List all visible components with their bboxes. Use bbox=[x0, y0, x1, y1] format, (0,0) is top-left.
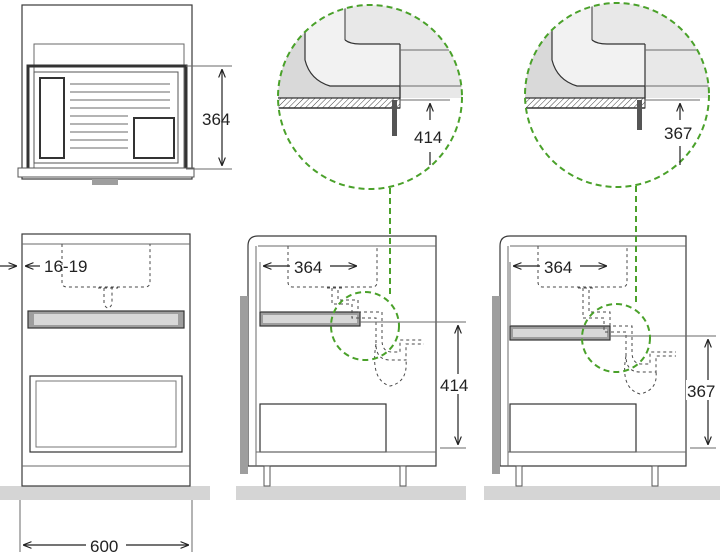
top-view: 364 bbox=[17, 4, 232, 185]
floor-2 bbox=[236, 486, 466, 500]
cabinet-side-b-siphon-2 bbox=[588, 290, 676, 365]
cabinet-side-b-leg-front bbox=[515, 465, 523, 487]
side-b-height-label-bg bbox=[686, 380, 720, 400]
cabinet-side-b-leg-back bbox=[651, 465, 659, 487]
width-label: 600 bbox=[90, 537, 118, 555]
zoom-circle-b bbox=[524, 2, 710, 188]
cabinet-side-b-front-panel bbox=[492, 296, 500, 474]
cabinet-side-a-siphon-3 bbox=[374, 343, 407, 387]
cabinet-side-b-body bbox=[499, 235, 687, 467]
top-view-mat-ribs bbox=[70, 83, 170, 149]
top-depth-label: 364 bbox=[202, 110, 230, 129]
cabinet-front: 16-19 600 bbox=[0, 233, 193, 555]
zoom-circle-a bbox=[277, 4, 463, 190]
floor-3 bbox=[484, 486, 720, 500]
cabinet-side-a-drawer-face bbox=[263, 315, 357, 323]
cabinet-side-b-siphon-1 bbox=[578, 287, 676, 373]
cabinet-front-drawer-face bbox=[34, 314, 178, 325]
side-a-depth-label: 364 bbox=[294, 258, 322, 277]
top-view-handle bbox=[92, 179, 118, 185]
side-a-depth-label-bg bbox=[290, 256, 330, 274]
zoom-b-target-circle bbox=[581, 303, 651, 373]
side-b-height-label: 367 bbox=[687, 382, 715, 401]
floor-1 bbox=[0, 486, 210, 500]
top-view-drawer-inner bbox=[33, 71, 179, 164]
side-b-depth-label: 364 bbox=[544, 258, 572, 277]
cabinet-side-a-front-panel bbox=[240, 296, 248, 474]
cabinet-side-a-sink bbox=[287, 246, 378, 288]
zoom-a-target-circle bbox=[330, 291, 400, 361]
gap-label: 16-19 bbox=[44, 257, 87, 276]
cabinet-front-body bbox=[21, 233, 191, 487]
width-label-bg bbox=[86, 536, 126, 554]
cabinet-side-a-leg-front bbox=[263, 465, 271, 487]
side-b-depth-label-bg bbox=[540, 256, 580, 274]
cabinet-front-sink bbox=[61, 244, 151, 288]
top-view-left-compartment bbox=[39, 77, 65, 159]
cabinet-side-b: 364 367 bbox=[492, 235, 720, 487]
cabinet-front-lower-drawer bbox=[29, 375, 183, 453]
cabinet-side-b-sink bbox=[537, 246, 628, 288]
top-view-front-panel bbox=[17, 167, 195, 178]
cabinet-side-a-siphon-1 bbox=[327, 287, 424, 361]
cabinet-side-b-drawer-face bbox=[513, 329, 607, 337]
cabinet-side-a: 364 414 bbox=[240, 235, 476, 487]
cabinet-side-a-leg-back bbox=[399, 465, 407, 487]
zoom-b-height-label: 367 bbox=[664, 124, 692, 143]
cabinet-front-lower-drawer-inner bbox=[35, 380, 177, 448]
zoom-detail-b: 367 bbox=[524, 2, 710, 373]
side-a-height-label: 414 bbox=[440, 376, 468, 395]
cabinet-side-b-siphon-3 bbox=[624, 355, 657, 395]
cabinet-side-a-siphon-2 bbox=[337, 290, 424, 353]
zoom-a-height-label: 414 bbox=[414, 128, 442, 147]
side-a-height-label-bg bbox=[438, 374, 476, 394]
top-view-right-compartment bbox=[133, 117, 175, 159]
cabinet-side-a-body bbox=[247, 235, 437, 467]
